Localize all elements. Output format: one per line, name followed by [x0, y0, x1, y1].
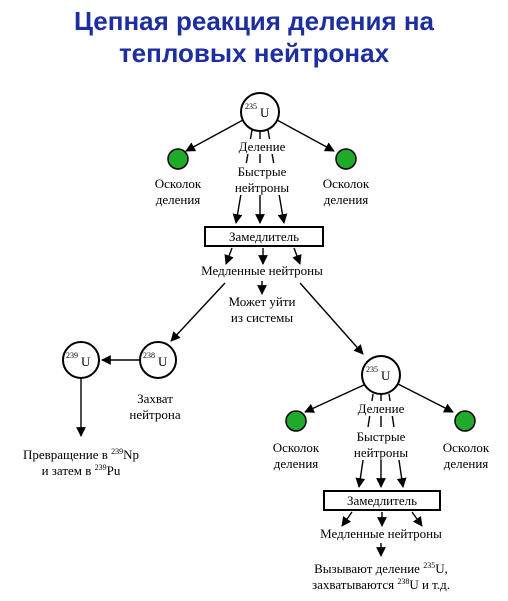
bottom-slow-neutrons-label: Медленные нейтроны — [320, 526, 442, 541]
arrow-to-bottom-u235 — [299, 282, 364, 355]
title-line-2: тепловых нейтронах — [119, 38, 390, 68]
bottom-right-fragment-icon — [454, 410, 476, 432]
bottom-left-fragment-line-2: деления — [274, 456, 319, 471]
top-fast-neutrons-line-1: Быстрые — [238, 164, 287, 179]
top-fission-label: Деление — [239, 139, 286, 154]
u238-symbol: U — [158, 354, 168, 369]
top-u235-nucleus — [240, 92, 280, 132]
top-fast-neutrons-line-2: нейтроны — [235, 180, 289, 195]
bottom-u235-symbol: U — [381, 368, 391, 383]
top-slow-neutrons-label: Медленные нейтроны — [201, 263, 323, 278]
u239-symbol: U — [81, 354, 91, 369]
bottom-moderator-box — [323, 490, 441, 511]
u238-mass: 238 — [143, 351, 155, 360]
arrow-top-slow-1 — [224, 247, 234, 265]
top-u235-symbol: U — [260, 105, 270, 120]
arrow-bottom-to-left-fragment — [304, 383, 367, 413]
bottom-u235-mass: 235 — [366, 365, 378, 374]
arrow-bottom-slow-3 — [411, 511, 423, 527]
top-right-fragment-line-2: деления — [324, 192, 369, 207]
bottom-fast-neutrons-line-2: нейтроны — [354, 445, 408, 460]
top-moderator-label: Замедлитель — [229, 229, 299, 244]
bottom-fission-label: Деление — [358, 401, 405, 416]
u239-mass: 239 — [66, 351, 78, 360]
arrow-bottom-slow-1 — [341, 511, 353, 527]
title-line-1: Цепная реакция деления на — [74, 6, 435, 36]
bottom-u235-nucleus — [361, 355, 401, 395]
result-line-1: Вызывают деление 235U, — [314, 561, 448, 576]
capture-line-1: Захват — [137, 391, 173, 406]
bottom-right-fragment-line-1: Осколок — [443, 440, 490, 455]
capture-line-2: нейтрона — [129, 407, 180, 422]
bottom-left-fragment-line-1: Осколок — [273, 440, 320, 455]
arrow-top-slow-3 — [292, 247, 302, 265]
bottom-moderator-label: Замедлитель — [347, 493, 417, 508]
top-left-fragment-icon — [167, 148, 189, 170]
top-left-fragment-line-1: Осколок — [155, 176, 202, 191]
arrow-to-u238 — [170, 282, 226, 342]
conversion-line-1: Превращение в 239Np — [23, 447, 139, 462]
escape-line-2: из системы — [231, 310, 294, 325]
top-u235-mass: 235 — [245, 102, 257, 111]
bottom-fast-neutrons-line-1: Быстрые — [357, 429, 406, 444]
top-right-fragment-icon — [335, 148, 357, 170]
bottom-left-fragment-icon — [285, 410, 307, 432]
top-moderator-box — [204, 226, 324, 247]
arrow-top-to-right-fragment — [276, 119, 335, 152]
result-line-2: захватываются 238U и т.д. — [312, 577, 450, 592]
escape-line-1: Может уйти — [228, 294, 295, 309]
arrow-top-to-left-fragment — [185, 119, 244, 152]
conversion-line-2: и затем в 239Pu — [42, 463, 121, 478]
bottom-right-fragment-line-2: деления — [444, 456, 489, 471]
arrow-bottom-to-right-fragment — [397, 383, 454, 413]
top-left-fragment-line-2: деления — [156, 192, 201, 207]
top-right-fragment-line-1: Осколок — [323, 176, 370, 191]
